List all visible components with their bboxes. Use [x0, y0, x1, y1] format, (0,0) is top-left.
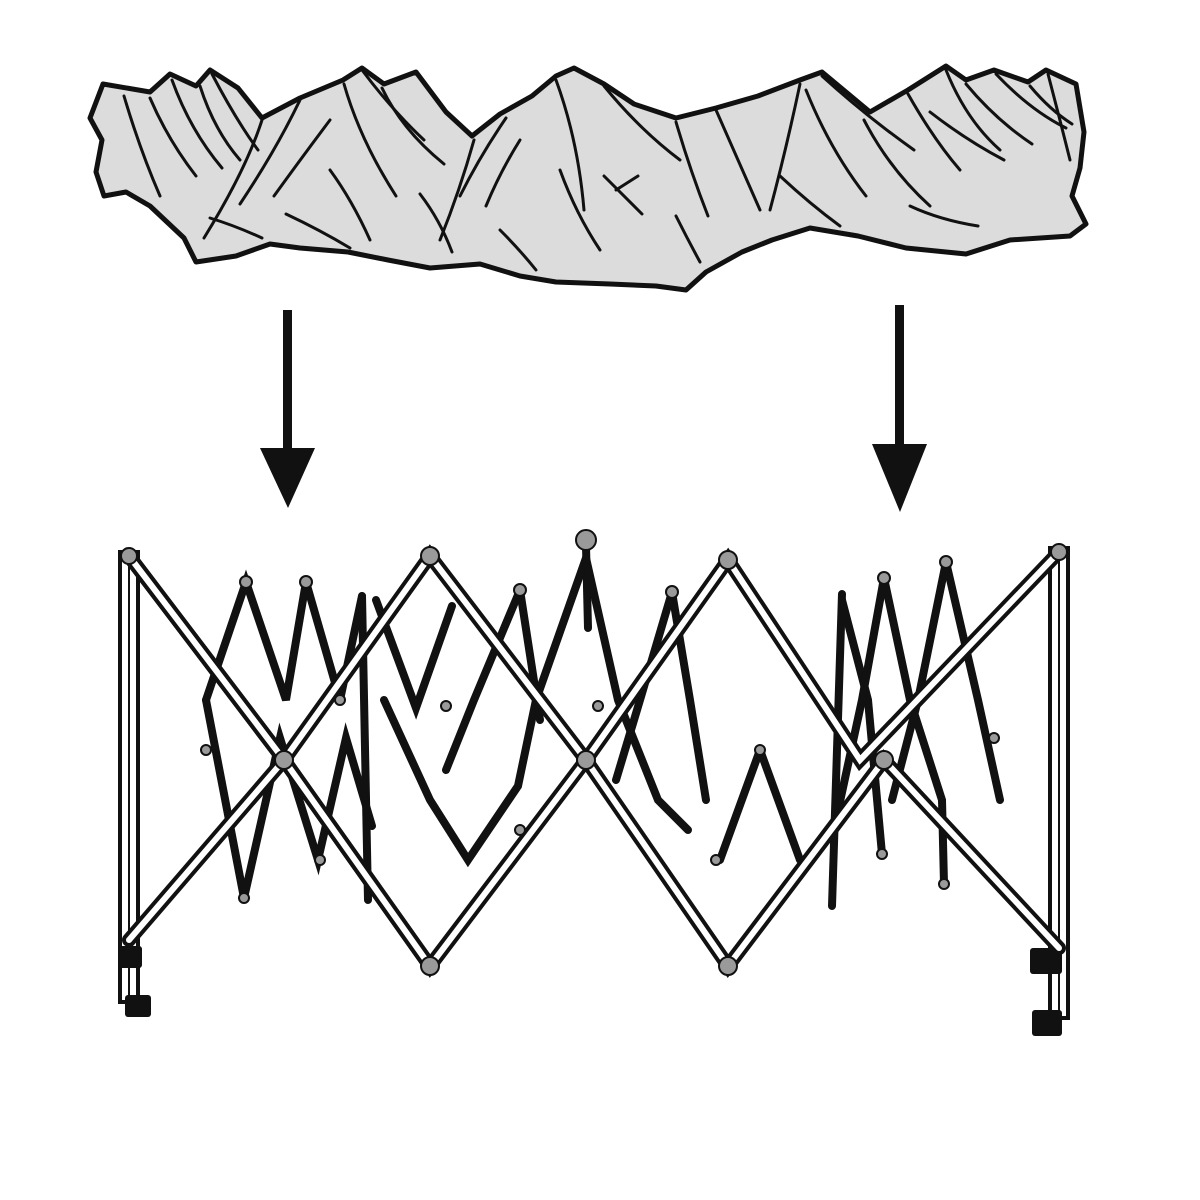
arrow-left-shaft	[283, 310, 292, 462]
canopy-fabric-body	[87, 63, 1089, 293]
arrow-down-icon	[260, 310, 315, 508]
frame-leg-left	[118, 550, 151, 1017]
scissor-truss-frame-icon	[118, 529, 1070, 1036]
canopy-fold-lines	[122, 68, 1074, 272]
frame-leg-right	[1030, 546, 1070, 1036]
arrow-right-head	[872, 444, 927, 512]
frame-joints	[120, 529, 1068, 976]
arrow-down-icon	[872, 305, 927, 512]
arrow-left-head	[260, 448, 315, 508]
arrow-right-shaft	[895, 305, 904, 457]
folded-canopy-fabric-icon	[87, 63, 1089, 293]
frame-back-trusses	[202, 554, 1004, 899]
